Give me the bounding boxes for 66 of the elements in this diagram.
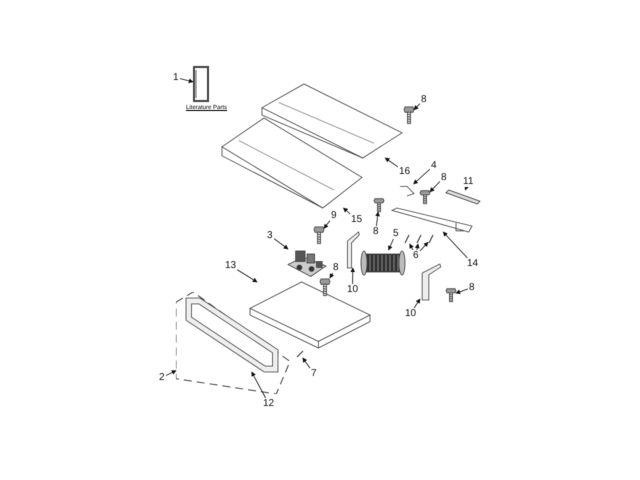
screw-drawing	[404, 234, 410, 244]
callout-number: 11	[462, 176, 474, 187]
screw-drawing	[374, 198, 384, 212]
cover-panel-drawing	[262, 84, 402, 158]
bracket-drawing	[346, 232, 360, 268]
leader-line	[414, 243, 420, 250]
leader-line	[330, 272, 334, 279]
callout-number: 13	[224, 260, 238, 271]
leader-line	[342, 208, 351, 214]
leader-line	[464, 185, 469, 191]
leader-line	[302, 358, 310, 368]
callout-number: 5	[392, 228, 400, 239]
screw-drawing	[416, 234, 422, 244]
callout-number: 8	[468, 282, 476, 293]
callout-number: 8	[440, 172, 448, 183]
leader-line	[179, 78, 194, 84]
callout-number: 6	[412, 250, 420, 261]
callout-number: 8	[372, 226, 380, 237]
control-board-drawing	[288, 248, 326, 278]
control-panel-trim-drawing	[186, 298, 278, 372]
screw-drawing	[404, 106, 414, 124]
screw-drawing	[296, 350, 304, 358]
leader-line	[430, 181, 440, 192]
screw-drawing	[320, 278, 330, 296]
callout-number: 14	[466, 258, 480, 269]
leader-line	[419, 242, 428, 252]
leader-line	[350, 267, 356, 284]
callout-number: 1	[172, 72, 180, 83]
screw-drawing	[420, 190, 430, 204]
bracket-drawing	[420, 264, 442, 300]
callout-number: 8	[420, 94, 428, 105]
fan-drawing	[360, 250, 406, 276]
leader-line	[251, 371, 266, 398]
leader-line	[165, 370, 177, 376]
leader-line	[384, 158, 398, 168]
callout-number: 4	[430, 160, 438, 171]
screw-drawing	[314, 226, 324, 244]
leader-line	[414, 103, 420, 110]
dashed-assembly-outline	[176, 292, 290, 394]
leader-line	[455, 288, 468, 294]
callout-number: 8	[332, 262, 340, 273]
leader-line	[442, 232, 468, 258]
callout-number: 10	[346, 284, 360, 295]
literature-booklet-drawing	[193, 66, 209, 102]
leader-line	[375, 211, 380, 226]
callout-number: 9	[330, 210, 338, 221]
leader-line	[414, 298, 420, 308]
screw-drawing	[446, 288, 456, 302]
callout-number: 7	[310, 368, 318, 379]
leader-line	[409, 243, 414, 250]
leader-line	[273, 238, 288, 250]
leader-line	[236, 269, 258, 282]
callout-number: 2	[158, 372, 166, 383]
callout-number: 12	[262, 398, 276, 409]
cover-panel-drawing	[222, 118, 362, 208]
callout-number: 10	[404, 308, 418, 319]
mounting-panel-drawing	[250, 282, 370, 348]
screw-drawing	[428, 234, 434, 244]
callout-number: 3	[266, 230, 274, 241]
callout-number: 15	[350, 214, 364, 225]
leader-line	[388, 238, 394, 251]
leader-line	[413, 168, 430, 184]
bracket-drawing	[400, 184, 414, 196]
strip-drawing	[446, 190, 480, 204]
callout-number: 16	[398, 166, 412, 177]
leader-line	[324, 220, 330, 229]
